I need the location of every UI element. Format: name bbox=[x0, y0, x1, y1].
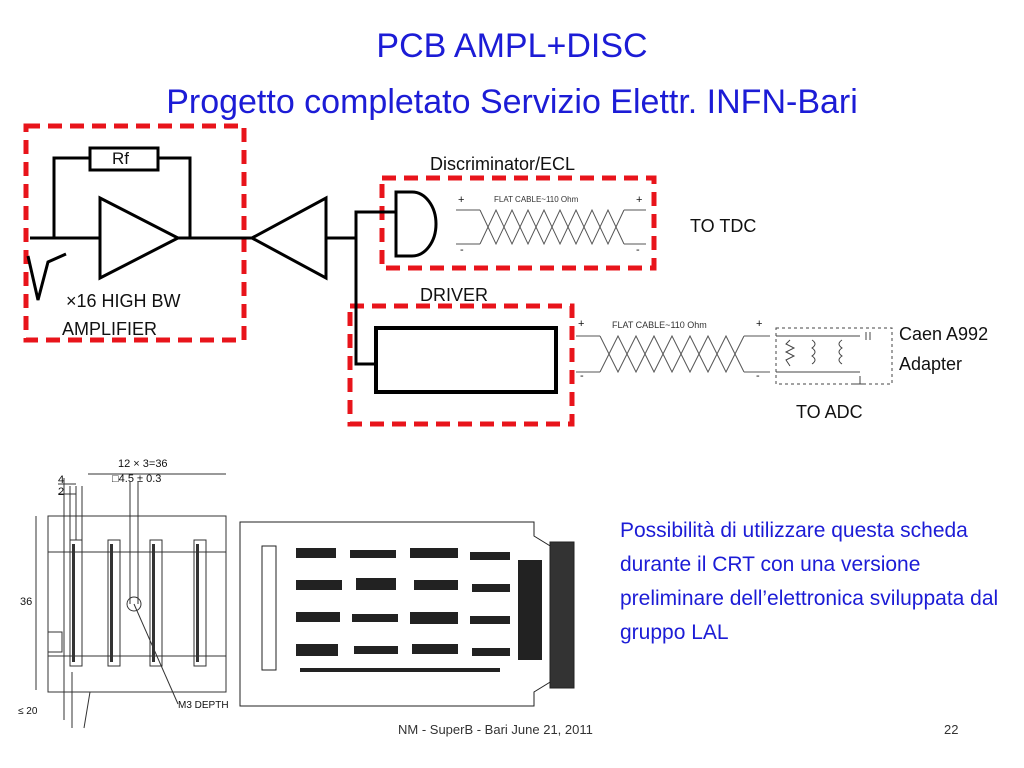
adapter-label-line1: Caen A992 bbox=[899, 324, 989, 344]
discriminator-label: Discriminator/ECL bbox=[430, 154, 576, 174]
pcb-components bbox=[296, 548, 542, 672]
flat-cable-tdc bbox=[456, 208, 646, 246]
adc-minus-right: - bbox=[756, 370, 760, 382]
to-tdc-label: TO TDC bbox=[690, 216, 757, 236]
feedback-wire bbox=[52, 156, 90, 238]
amplifier-label-line1: ×16 HIGH BW bbox=[66, 291, 181, 311]
driver-highlight-box bbox=[347, 303, 575, 427]
buffer-symbol bbox=[248, 195, 328, 281]
amplifier-label-line2: AMPLIFIER bbox=[62, 319, 158, 339]
amplifier-highlight-box bbox=[23, 123, 247, 343]
tdc-minus-right: - bbox=[636, 244, 640, 256]
note-text: Possibilità di utilizzare questa scheda … bbox=[620, 519, 999, 644]
flat-cable-tdc-label: FLAT CABLE~110 Ohm bbox=[494, 195, 579, 204]
m3-depth-label: M3 DEPTH bbox=[178, 700, 229, 711]
rf-label: Rf bbox=[112, 149, 129, 168]
slide-title: PCB AMPL+DISC bbox=[376, 27, 648, 65]
pcb-layout-drawing bbox=[239, 521, 575, 707]
dim-20-label: ≤ 20 bbox=[18, 706, 38, 717]
tdc-plus-left: + bbox=[458, 194, 465, 206]
adc-plus-left: + bbox=[578, 318, 585, 330]
dim-4-label: 4 bbox=[58, 474, 65, 486]
feedback-wire-right bbox=[158, 156, 192, 238]
dim-top-label: 12 × 3=36 bbox=[118, 458, 168, 470]
discriminator-highlight-box bbox=[379, 175, 657, 271]
adc-minus-left: - bbox=[580, 370, 584, 382]
dim-36-label: 36 bbox=[20, 596, 33, 608]
page-number: 22 bbox=[944, 722, 959, 737]
to-adc-label: TO ADC bbox=[796, 402, 863, 422]
tdc-minus-left: - bbox=[460, 244, 464, 256]
connector-pins bbox=[72, 544, 199, 662]
driver-block bbox=[374, 326, 558, 394]
adapter-label-line2: Adapter bbox=[899, 354, 963, 374]
footer-text: NM - SuperB - Bari June 21, 2011 bbox=[398, 722, 593, 737]
discriminator-gate-symbol bbox=[394, 190, 438, 258]
flat-cable-adc-label: FLAT CABLE~110 Ohm bbox=[612, 320, 707, 330]
flat-cable-adc bbox=[576, 334, 770, 374]
adc-plus-right: + bbox=[756, 318, 763, 330]
amplifier-symbol bbox=[98, 195, 182, 281]
tdc-plus-right: + bbox=[636, 194, 643, 206]
driver-label: DRIVER bbox=[420, 285, 489, 305]
slide-subtitle: Progetto completato Servizio Elettr. INF… bbox=[166, 83, 858, 121]
connector-drawing bbox=[35, 473, 227, 729]
adapter-circuit bbox=[775, 327, 893, 385]
dim-square-label: □4.5 ± 0.3 bbox=[112, 473, 162, 485]
dim-2-label: 2 bbox=[58, 486, 65, 498]
input-pulse-icon bbox=[26, 252, 67, 301]
